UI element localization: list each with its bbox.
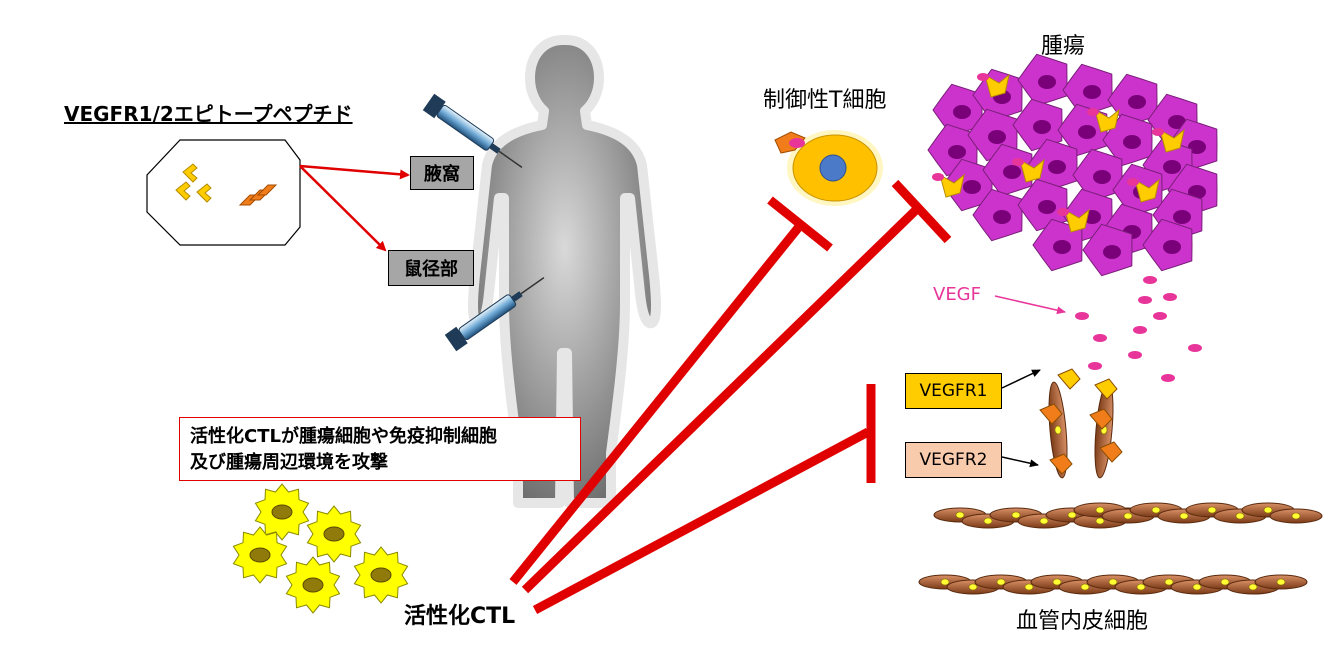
vegf-dot xyxy=(1088,362,1102,370)
vegf-dot xyxy=(1128,351,1142,359)
receptor-icon xyxy=(1094,378,1118,400)
vegfr1-receptor-icon xyxy=(1152,128,1185,153)
tumor-cell xyxy=(982,143,1033,197)
vegf-dot xyxy=(1161,374,1175,382)
ctl-cell xyxy=(306,505,362,563)
ctl-cell xyxy=(254,483,310,541)
vegfr1-receptor-icon xyxy=(1127,178,1160,203)
ctl-label: 活性化CTL xyxy=(404,604,516,629)
vegfr1-peptide-icons xyxy=(175,163,212,203)
vegf-dot xyxy=(1138,296,1152,304)
ctl-description-box: 活性化CTLが腫瘍細胞や免疫抑制細胞 及び腫瘍周辺環境を攻撃 xyxy=(179,417,581,481)
tumor-cell xyxy=(1142,218,1193,272)
tumor-cell xyxy=(1012,98,1063,152)
receptor-icon xyxy=(1039,403,1063,425)
vegfr2-pointer xyxy=(1001,456,1039,468)
activated-ctl-cells xyxy=(232,483,409,614)
vegf-dot xyxy=(1133,326,1147,334)
arrow-to-inguinal xyxy=(299,165,387,252)
endothelial-cell xyxy=(1269,508,1323,524)
receptor-icon xyxy=(1049,453,1073,475)
inhibit-tumor-bar xyxy=(891,179,952,244)
tumor-label: 腫瘍 xyxy=(1041,34,1086,59)
peptide-vial xyxy=(146,139,301,246)
treg-label: 制御性T細胞 xyxy=(763,88,887,113)
vegf-dot xyxy=(1188,344,1202,352)
tumor-cell xyxy=(932,83,983,137)
tumor-cell xyxy=(972,188,1023,242)
vegf-dot xyxy=(1153,312,1167,320)
inguinal-label: 鼠径部 xyxy=(388,250,474,286)
tumor-cell xyxy=(1062,63,1113,117)
syringe-upper-icon xyxy=(422,93,523,168)
vegfr1-receptor-icon xyxy=(1057,208,1090,233)
syringe-lower-icon xyxy=(444,277,545,352)
vegf-label: VEGF xyxy=(933,284,981,305)
inhibition-lines xyxy=(509,179,952,614)
endothelial-cell xyxy=(1254,574,1308,590)
ctl-cell xyxy=(353,546,409,604)
axilla-label: 腋窩 xyxy=(410,156,474,190)
vegf-dot xyxy=(1163,293,1177,301)
receptor-icon xyxy=(1089,408,1113,430)
endothelial-label: 血管内皮細胞 xyxy=(1016,609,1149,634)
vegf-dot xyxy=(1143,276,1157,284)
vegfr1-pointer xyxy=(1001,369,1041,389)
receptor-icon xyxy=(1057,368,1081,390)
ctl-cell xyxy=(285,556,341,614)
tumor-cell xyxy=(1017,53,1068,107)
ctl-description-line1: 活性化CTLが腫瘍細胞や免疫抑制細胞 xyxy=(190,426,497,447)
tumor-cell xyxy=(1107,73,1158,127)
inhibit-tumor-line xyxy=(521,204,922,594)
treg-cell xyxy=(774,130,883,206)
tumor-cell xyxy=(1082,223,1133,277)
vegf-dot xyxy=(1075,312,1089,320)
endothelial-cells xyxy=(918,368,1323,595)
vegfr2-label: VEGFR2 xyxy=(905,442,1002,478)
inhibit-treg-bar xyxy=(767,196,833,252)
vegfr1-receptor-icon xyxy=(1087,108,1120,133)
tumor-cell xyxy=(1072,148,1123,202)
human-body-silhouette xyxy=(468,35,661,508)
vegfr1-receptor-icon xyxy=(977,73,1010,98)
vegf-dot xyxy=(1093,334,1107,342)
arrow-to-axilla xyxy=(299,164,410,180)
tumor-mass xyxy=(927,53,1218,277)
vegfr1-receptor-icon xyxy=(1012,158,1045,183)
vegfr1-receptor-icon xyxy=(932,173,965,198)
ctl-cell xyxy=(232,526,288,584)
vegfr2-peptide-icons xyxy=(238,184,278,206)
vegf-pointer xyxy=(994,295,1066,315)
inhibit-endothelium-line xyxy=(532,428,871,614)
receptor-icon xyxy=(1099,441,1123,463)
ctl-description-line2: 及び腫瘍周辺環境を攻撃 xyxy=(190,452,388,473)
inhibit-treg-line xyxy=(509,225,802,585)
vegfr1-label: VEGFR1 xyxy=(905,373,1002,409)
vegf-molecules xyxy=(1075,276,1202,382)
peptide-title: VEGFR1/2エピトープペプチド xyxy=(64,102,353,126)
